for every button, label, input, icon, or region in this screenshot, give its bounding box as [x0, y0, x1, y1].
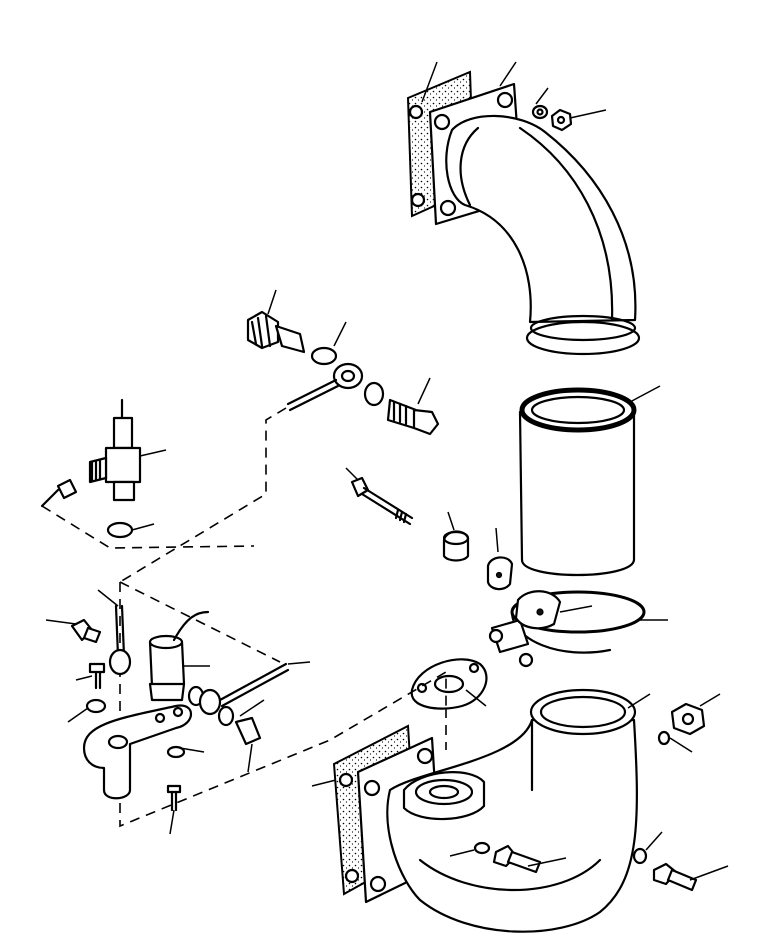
right-nut-set — [657, 693, 721, 753]
upper-elbow-pipe — [445, 114, 637, 324]
upper-elbow-assembly — [406, 61, 641, 356]
long-bolt — [345, 467, 414, 526]
clamp-nut — [486, 527, 514, 591]
hose-sleeve — [518, 385, 661, 577]
upper-washer — [531, 104, 549, 120]
hose-clamp — [488, 590, 668, 668]
port-gasket — [410, 658, 488, 710]
upper-elbow-lip — [525, 320, 641, 356]
sensor-bracket-assembly — [45, 589, 311, 835]
banjo-fitting-set — [246, 289, 440, 436]
upper-nut — [550, 108, 573, 132]
valve-body-upper-left — [40, 398, 167, 539]
spacer-bushing — [442, 511, 470, 562]
bottom-bolts — [449, 831, 729, 892]
lower-elbow-assembly — [311, 688, 651, 933]
